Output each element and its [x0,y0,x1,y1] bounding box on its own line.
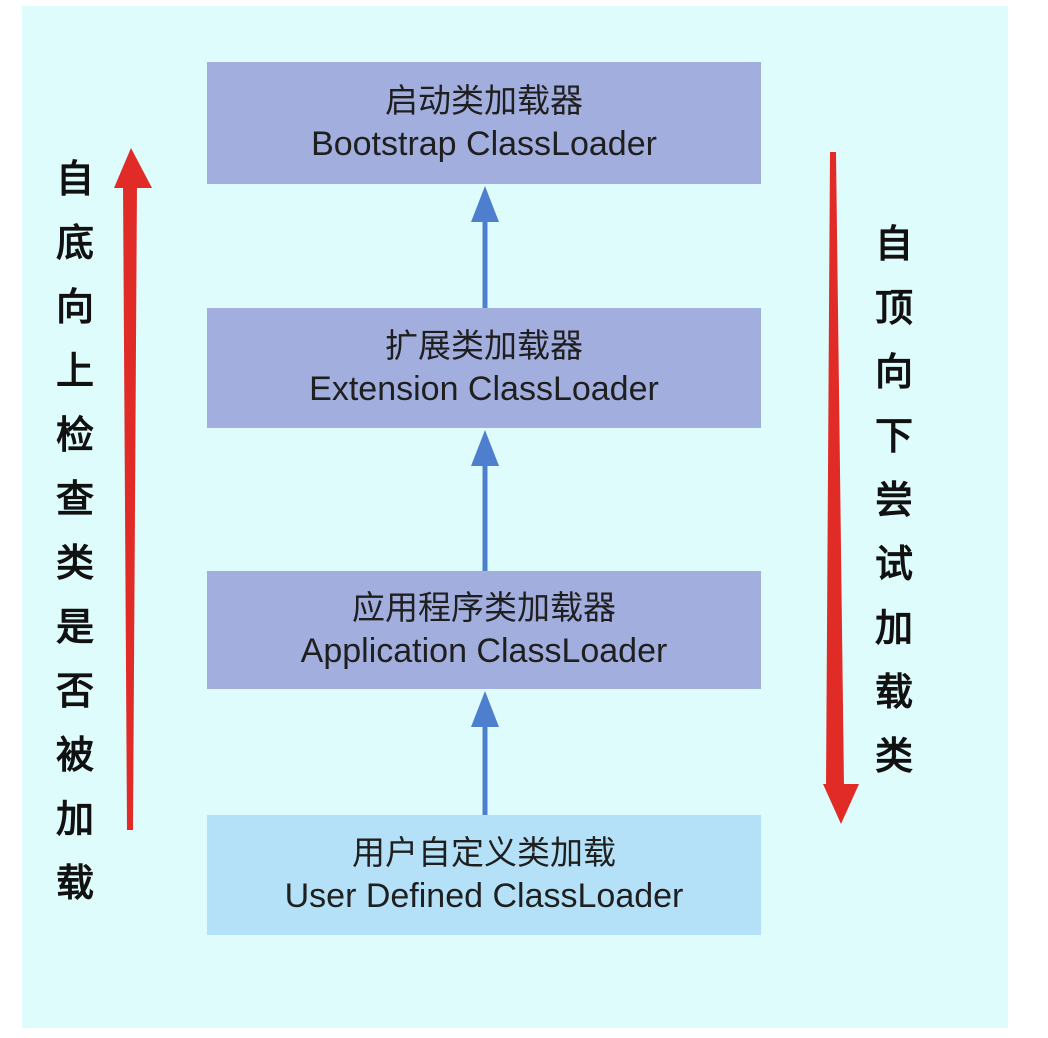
user-cn-label: 用户自定义类加载 [352,833,616,872]
vertical-label-char: 上 [55,348,94,393]
vertical-label-char: 向 [874,349,913,394]
vertical-label-char: 底 [55,220,94,265]
connector-arrow-extension-to-bootstrap [471,186,499,308]
extension-classloader-box: 扩展类加载器 Extension ClassLoader [207,308,761,428]
vertical-label-char: 向 [55,284,94,329]
vertical-label-char: 尝 [874,477,913,522]
vertical-label-char: 载 [874,669,913,714]
bottom-up-check-label: 自底向上检查类是否被加载 [45,147,105,915]
vertical-label-char: 否 [55,668,94,713]
vertical-label-char: 被 [55,732,94,777]
vertical-label-char: 载 [55,860,94,905]
application-cn-label: 应用程序类加载器 [352,588,616,627]
vertical-label-char: 试 [874,541,913,586]
vertical-label-char: 检 [55,412,94,457]
connector-arrow-application-to-extension [471,430,499,571]
vertical-label-char: 类 [55,540,94,585]
vertical-label-char: 顶 [874,285,913,330]
user-en-label: User Defined ClassLoader [284,877,684,915]
side-arrow-up [114,148,152,830]
vertical-label-char: 加 [874,605,913,650]
user-defined-classloader-box: 用户自定义类加载 User Defined ClassLoader [207,815,761,935]
vertical-label-char: 查 [55,476,94,521]
top-down-load-label: 自顶向下尝试加载类 [864,212,924,788]
application-en-label: Application ClassLoader [300,632,668,670]
vertical-label-char: 自 [874,221,913,266]
vertical-label-char: 类 [874,733,913,778]
application-classloader-box: 应用程序类加载器 Application ClassLoader [207,571,761,689]
bootstrap-classloader-box: 启动类加载器 Bootstrap ClassLoader [207,62,761,184]
connector-arrow-user-to-application [471,691,499,815]
extension-cn-label: 扩展类加载器 [385,326,583,365]
bootstrap-cn-label: 启动类加载器 [385,81,583,120]
vertical-label-char: 是 [55,604,94,649]
vertical-label-char: 加 [55,796,94,841]
extension-en-label: Extension ClassLoader [309,370,659,408]
side-arrow-down [823,152,859,824]
vertical-label-char: 下 [874,413,913,458]
bootstrap-en-label: Bootstrap ClassLoader [311,125,657,163]
vertical-label-char: 自 [55,156,94,201]
